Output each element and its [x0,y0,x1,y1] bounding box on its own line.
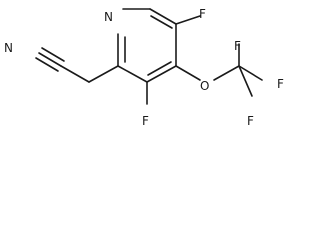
ring-bond-c4-c3 [146,61,177,83]
chemical-structure-diagram: N N F F O F F F [4,7,284,128]
bond-cf3-fluorine-bottom [238,65,253,97]
ring-bond-c3-c2 [117,65,148,83]
bond-oxygen-cf3-carbon [213,65,240,81]
bond-cf3-fluorine-right [238,65,263,81]
cf3-fluorine-top-label: F [234,39,241,53]
fluorine-c3-label: F [142,114,149,128]
bond-nitrile-triple [35,47,65,72]
cf3-fluorine-bottom-label: F [247,114,254,128]
fluorine-c5-label: F [199,7,206,21]
ring-bond-c2-n1 [117,33,126,67]
bond-c2-ch2 [88,65,119,83]
bond-c4-oxygen [175,65,201,81]
ring-bond-c6-c5 [149,8,177,29]
cf3-fluorine-right-label: F [277,77,284,91]
oxygen-label: O [200,79,209,93]
ring-nitrogen-label: N [104,10,113,24]
bond-ch2-nitrile-carbon [60,65,90,83]
bond-c5-fluorine [175,15,201,25]
nitrile-nitrogen-label: N [4,41,13,55]
